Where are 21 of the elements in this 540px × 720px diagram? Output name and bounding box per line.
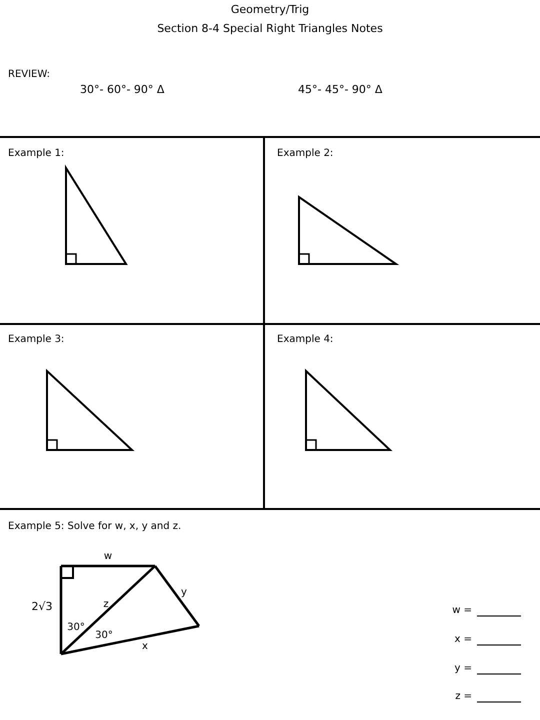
angle-label: 30°	[67, 621, 85, 635]
answer-label: y =	[454, 662, 472, 676]
answer-label: z =	[455, 690, 472, 704]
answer-label: x =	[454, 633, 472, 647]
title: Geometry/Trig	[230, 3, 310, 17]
side-label: 2√3	[32, 600, 52, 614]
example-label: Example 1:	[8, 147, 64, 161]
side-label: w	[104, 550, 112, 564]
instruction-text: Example 5: Solve for w, x, y and z.	[8, 520, 182, 534]
answer-label: w =	[452, 604, 472, 618]
side-label: y	[181, 586, 187, 600]
side-label: x	[142, 640, 148, 654]
review-label: 45°- 45°- 90° Δ	[298, 83, 382, 97]
section-heading: REVIEW:	[8, 68, 50, 82]
example-label: Example 4:	[277, 333, 334, 347]
example-label: Example 3:	[8, 333, 64, 347]
angle-label: 30°	[95, 629, 113, 643]
subtitle: Section 8-4 Special Right Triangles Notes	[157, 22, 383, 36]
review-label: 30°- 60°- 90° Δ	[80, 83, 164, 97]
side-label: z	[103, 598, 109, 612]
example-label: Example 2:	[277, 147, 334, 161]
